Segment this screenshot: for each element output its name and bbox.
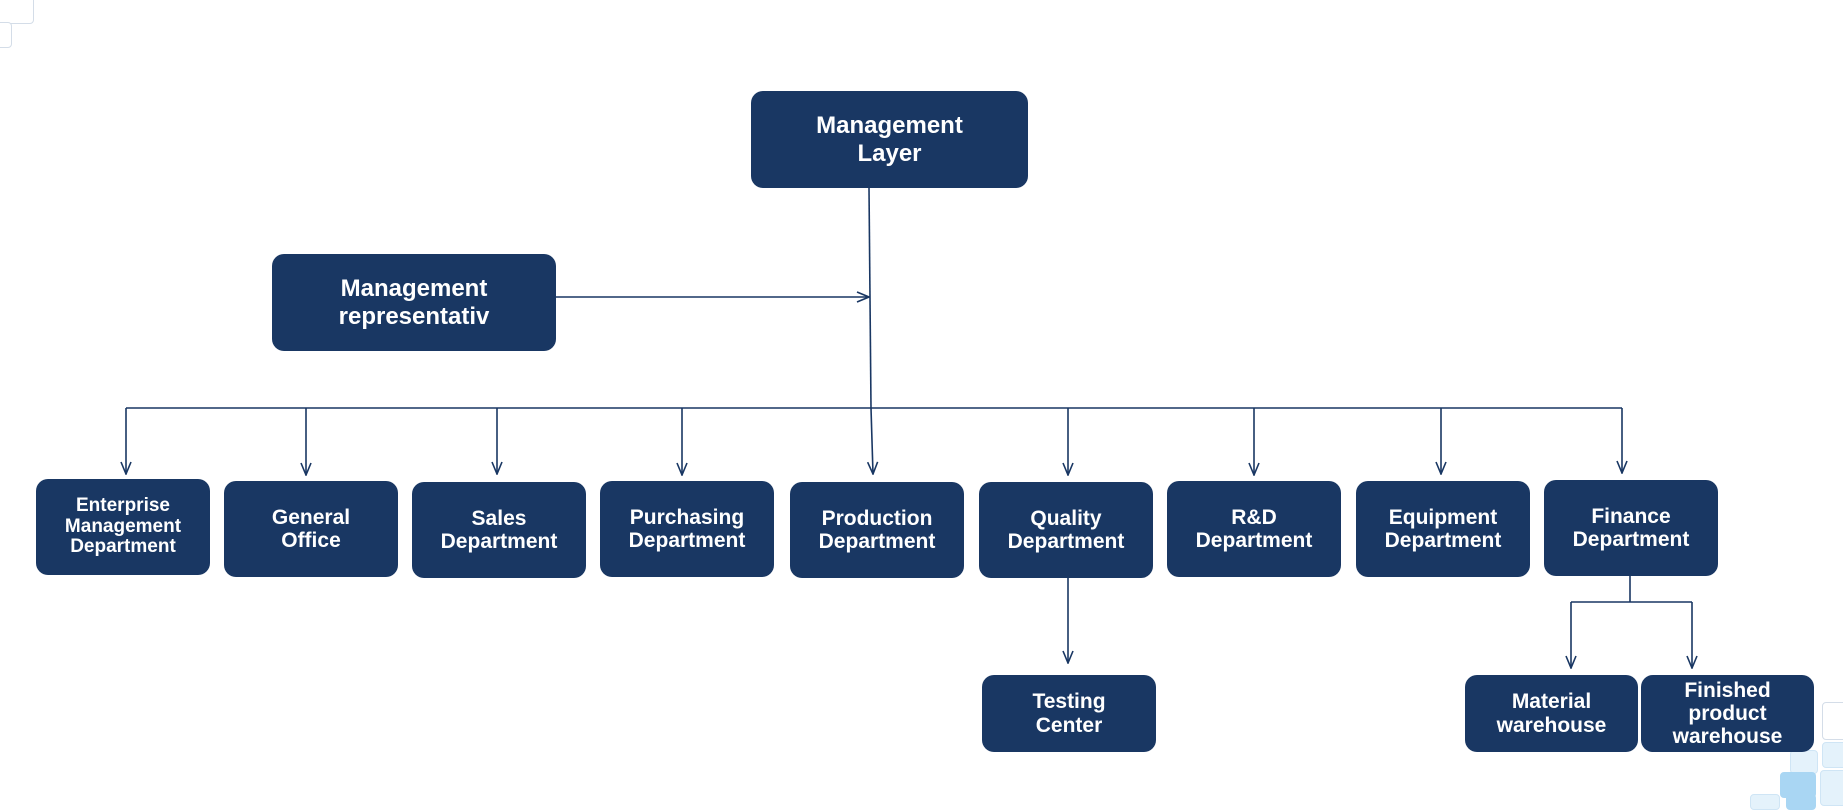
enterprise-management-department-box: Enterprise Management Department [36, 479, 210, 575]
trunk-arrow-production [871, 407, 873, 474]
sales-department-box: Sales Department [412, 482, 586, 578]
general-office-box: General Office [224, 481, 398, 577]
rnd-department-box: R&D Department [1167, 481, 1341, 577]
purchasing-department-box: Purchasing Department [600, 481, 774, 577]
management-layer-box: Management Layer [751, 91, 1028, 188]
equipment-department-box: Equipment Department [1356, 481, 1530, 577]
finance-department-box: Finance Department [1544, 480, 1718, 576]
material-warehouse-box: Material warehouse [1465, 675, 1638, 752]
management-representative-box: Management representativ [272, 254, 556, 351]
quality-department-box: Quality Department [979, 482, 1153, 578]
production-department-box: Production Department [790, 482, 964, 578]
finished-product-warehouse-box: Finished product warehouse [1641, 675, 1814, 752]
trunk-line [868, 187, 872, 409]
testing-center-box: Testing Center [982, 675, 1156, 752]
